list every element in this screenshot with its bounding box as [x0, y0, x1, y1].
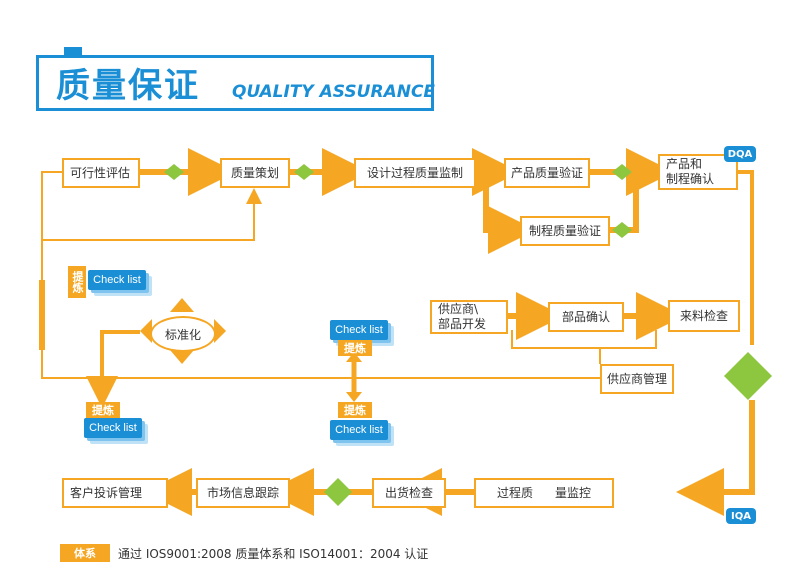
- checklist-left: Check list: [88, 270, 146, 290]
- node-part-confirm: 部品确认: [548, 302, 624, 332]
- node-complaint-mgmt: 客户投诉管理: [62, 478, 168, 508]
- process-quality-suffix: 量监控: [555, 485, 592, 500]
- node-product-verify: 产品质量验证: [504, 158, 590, 188]
- node-standardize: 标准化: [150, 316, 216, 352]
- refine-tag-mid-bottom: 提炼: [338, 402, 372, 418]
- dqa-badge: DQA: [724, 146, 756, 162]
- node-market-tracking: 市场信息跟踪: [196, 478, 290, 508]
- refine-tag-mid-top: 提炼: [338, 340, 372, 356]
- checklist-left-bottom: Check list: [84, 418, 142, 438]
- iqa-badge: IQA: [726, 508, 756, 524]
- node-design-monitor: 设计过程质量监制: [354, 158, 476, 188]
- node-incoming-inspection: 来料检查: [668, 300, 740, 332]
- footer-tag: 体系: [60, 544, 110, 562]
- refine-tag-left: 提炼: [68, 266, 86, 298]
- process-quality-prefix: 过程质: [496, 485, 533, 500]
- page-title: 质量保证: [56, 66, 200, 106]
- node-feasibility: 可行性评估: [62, 158, 140, 188]
- checklist-mid-top: Check list: [330, 320, 388, 340]
- node-process-quality: 过程质 量监控: [474, 478, 614, 508]
- header-folder-tab: [64, 47, 82, 55]
- node-supplier-mgmt: 供应商管理: [600, 364, 674, 394]
- node-process-verify: 制程质量验证: [520, 216, 610, 246]
- node-supplier-dev: 供应商\ 部品开发: [430, 300, 508, 334]
- node-shipment-inspection: 出货检查: [372, 478, 446, 508]
- page-subtitle: QUALITY ASSURANCE: [232, 82, 436, 102]
- node-quality-planning: 质量策划: [220, 158, 290, 188]
- header-frame: [36, 55, 434, 111]
- checklist-mid-bottom: Check list: [330, 420, 388, 440]
- refine-tag-left-bottom: 提炼: [86, 402, 120, 418]
- footer-text: 通过 IOS9001:2008 质量体系和 ISO14001：2004 认证: [118, 547, 429, 561]
- standardize-label: 标准化: [164, 327, 201, 342]
